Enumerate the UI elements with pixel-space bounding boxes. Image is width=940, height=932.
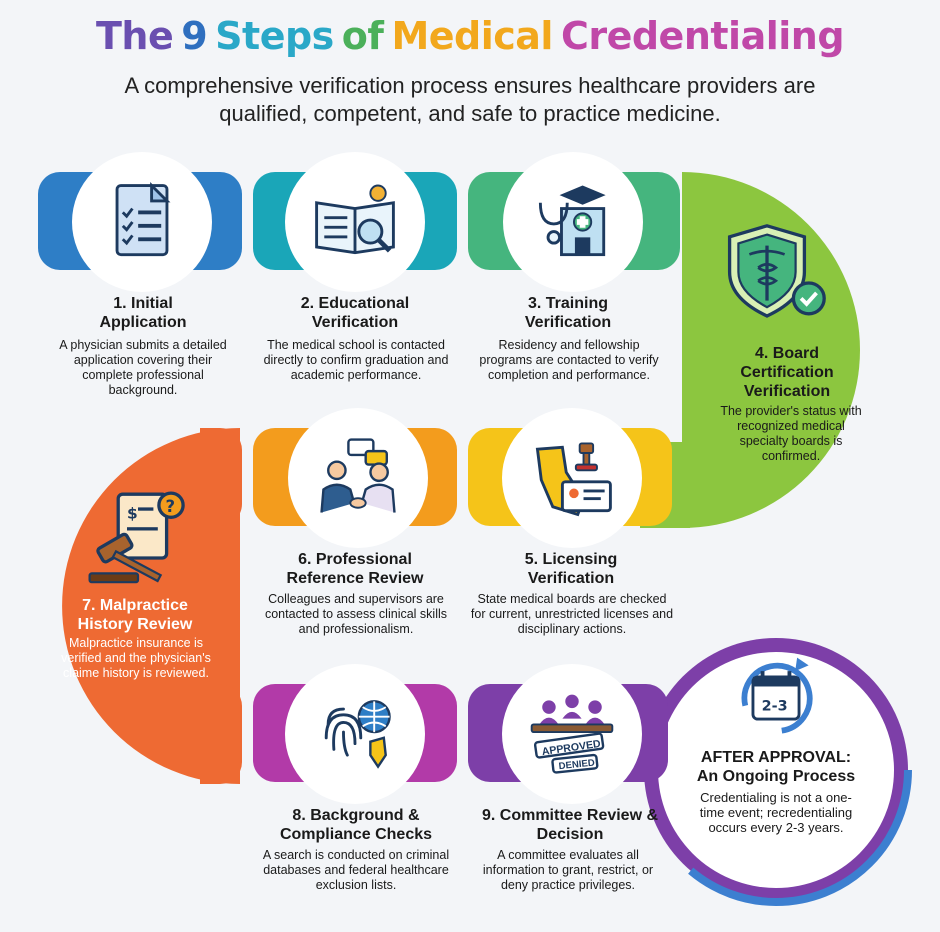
step-4-icon-circle — [718, 212, 838, 332]
malpractice-arc — [62, 428, 241, 784]
stamp-denied: DENIED — [558, 758, 595, 773]
svg-text:?: ? — [166, 497, 176, 516]
title-word: Steps — [215, 14, 334, 58]
step-6-heading: 6. Professional Reference Review — [286, 551, 424, 587]
step-7-icon-circle: $ ? — [68, 466, 208, 606]
subtitle: A comprehensive verification process ens… — [124, 73, 816, 126]
calendar-icon: 2-3 — [741, 657, 813, 734]
title-word: of — [341, 14, 384, 58]
step-9-heading: 9. Committee Review & Decision — [481, 807, 659, 843]
title-word: 9 — [181, 14, 208, 58]
step-9-icon-circle: APPROVED DENIED — [502, 664, 642, 804]
step-5-desc: State medical boards are checked for cur… — [470, 592, 674, 636]
step-2-heading: 2. Educational Verification — [300, 295, 410, 331]
step-4-heading: 4. Board Certification Verification — [740, 345, 834, 400]
shield-icon — [727, 224, 826, 318]
step-8-icon-circle — [285, 664, 425, 804]
after-approval-icon-circle: 2-3 — [726, 648, 826, 748]
license-icon — [535, 442, 612, 517]
step-6-icon-circle — [288, 408, 428, 548]
hospital-icon — [538, 185, 606, 257]
after-approval-inner — [658, 652, 894, 888]
application-icon — [115, 182, 171, 257]
after-approval-desc: Credentialing is not a one-time event; r… — [699, 790, 853, 835]
step-7-heading: 7. Malpractice History Review — [77, 597, 193, 633]
committee-icon: APPROVED DENIED — [530, 694, 614, 774]
step-1-icon-circle — [72, 152, 212, 292]
step-7-band-bottom — [200, 684, 242, 784]
step-5-heading: 5. Licensing Verification — [524, 551, 618, 587]
step-7-band — [200, 428, 242, 526]
after-approval-ring-blue — [640, 634, 912, 906]
step-2-desc: The medical school is contacted directly… — [263, 338, 449, 382]
step-6-desc: Colleagues and supervisors are contacted… — [264, 592, 448, 636]
step-3-icon-circle — [503, 152, 643, 292]
title-word: Medical — [391, 14, 553, 58]
svg-text:$: $ — [127, 504, 138, 522]
title-word: Credentialing — [560, 14, 845, 58]
step-8-desc: A search is conducted on criminal databa… — [262, 848, 450, 892]
step-1-desc: A physician submits a detailed applicati… — [59, 338, 227, 397]
gavel-icon: $ ? — [88, 491, 185, 584]
after-approval-heading: AFTER APPROVAL: An Ongoing Process — [696, 749, 856, 785]
board-certification-arc — [682, 172, 860, 528]
title-word: The — [95, 14, 174, 58]
step-7-desc: Malpractice insurance is verified and th… — [61, 636, 211, 680]
calendar-value: 2-3 — [762, 698, 788, 714]
step-9-desc: A committee evaluates all information to… — [482, 848, 654, 892]
step-5-icon-circle — [502, 408, 642, 548]
step-3-heading: 3. Training Verification — [524, 295, 612, 331]
fingerprint-icon — [324, 700, 391, 769]
diploma-icon — [315, 184, 395, 255]
step-8-heading: 8. Background & Compliance Checks — [279, 807, 433, 843]
step-1-heading: 1. Initial Application — [99, 295, 187, 331]
handshake-icon — [320, 438, 396, 513]
step-3-desc: Residency and fellowship programs are co… — [479, 338, 659, 382]
step-2-icon-circle — [285, 152, 425, 292]
step-4-desc: The provider's status with recognized me… — [720, 404, 862, 463]
